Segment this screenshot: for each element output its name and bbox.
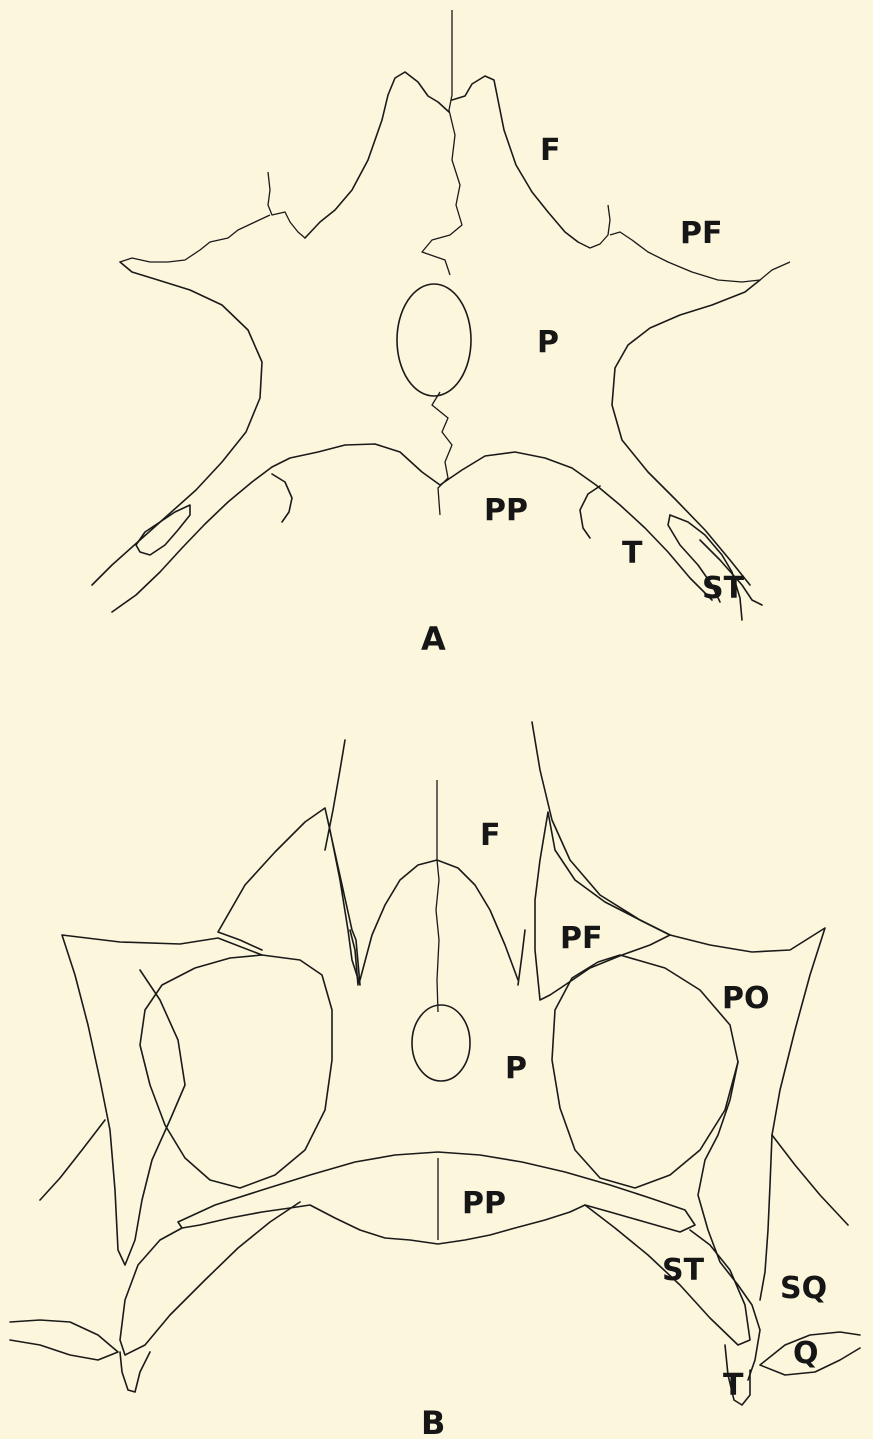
- panel-b-quadrate-left: [10, 1320, 118, 1360]
- panel-a-label-frontal: F: [540, 133, 561, 168]
- panel-b-frontal-outline-left: [325, 740, 345, 850]
- panel-b-pineal-foramen: [412, 1005, 470, 1081]
- panel-b-label-postorbital: PO: [722, 981, 770, 1016]
- panel-b-tabular-left: [120, 1352, 150, 1392]
- panel-b-label-postparietal: PP: [462, 1186, 506, 1221]
- panel-a-label-supratemporal: ST: [702, 571, 745, 606]
- panel-b-label-frontal: F: [480, 818, 501, 853]
- panel-a-midline-suture: [422, 10, 462, 275]
- panel-a-tabular-left: [272, 474, 292, 522]
- panel-b-postorbital-right-inner: [698, 1062, 760, 1380]
- panel-a-label-postparietal: PP: [484, 493, 528, 528]
- panel-a-drawing: [92, 10, 790, 620]
- panel-b-frontal-outline-right: [532, 722, 670, 935]
- panel-a-postparietal-outline-left: [112, 467, 272, 612]
- panel-b-midline-suture: [436, 780, 439, 1012]
- panel-b-label-squamosal: SQ: [780, 1271, 827, 1306]
- panel-b-label-quadrate: Q: [793, 1336, 819, 1371]
- panel-a-pineal-foramen: [397, 284, 471, 396]
- panel-b-label-postfrontal: PF: [560, 921, 602, 956]
- panel-a-label-parietal: P: [537, 325, 559, 360]
- panel-b-frontal-small-notch-right: [518, 930, 525, 985]
- panel-b-label-tabular: T: [723, 1368, 744, 1403]
- panel-a-parietal-outline-left: [92, 262, 262, 585]
- panel-a-tabular-right: [580, 486, 600, 538]
- panel-b-supratemporal-left: [120, 1202, 300, 1355]
- panel-b-label-parietal: P: [505, 1051, 527, 1086]
- panel-b-outer-left-squamosal: [40, 1120, 105, 1200]
- panel-b-letter: B: [421, 1404, 445, 1439]
- panel-a-postfrontal-suture-left: [120, 172, 305, 262]
- panel-a-lower-midline-suture: [432, 392, 452, 515]
- panel-a-frontal-outline-left: [305, 72, 449, 238]
- panel-b-orbit-right: [552, 955, 738, 1188]
- panel-a-label-tabular: T: [622, 536, 643, 571]
- panel-b-postfrontal-right: [535, 812, 670, 1000]
- panel-b-drawing: [10, 722, 860, 1405]
- panel-b-label-supratemporal: ST: [662, 1253, 705, 1288]
- panel-b-squamosal-right-edge: [772, 1135, 848, 1225]
- panel-b-orbit-left: [140, 955, 332, 1188]
- panel-a-label-postfrontal: PF: [680, 216, 722, 251]
- panel-a-letter: A: [421, 620, 446, 658]
